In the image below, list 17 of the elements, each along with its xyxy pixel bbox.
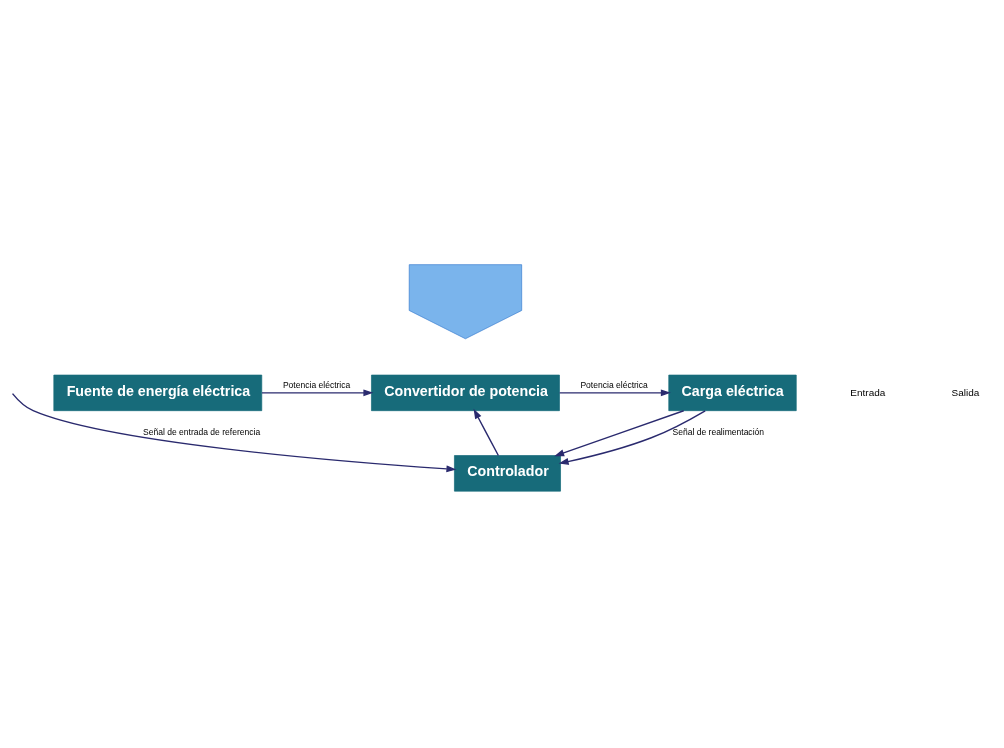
arrow (558, 389, 671, 397)
label: Entrada (850, 386, 886, 398)
edge-label: Potencia eléctrica (282, 380, 351, 391)
node-box: Fuente de energía eléctrica (53, 374, 263, 412)
arrow (261, 389, 374, 397)
node-box: Convertidor de potencia (371, 374, 560, 412)
node-arrow (408, 264, 523, 340)
arrow (473, 408, 500, 457)
arrow (554, 410, 685, 457)
arrow (558, 410, 706, 465)
arrow (11, 392, 457, 473)
edge-label: Potencia eléctrica (580, 380, 648, 391)
label: Salida (951, 386, 980, 398)
node-box: Carga eléctrica (668, 374, 797, 412)
edge-label: Señal de realimentación (672, 427, 765, 438)
node-box: Controlador (454, 455, 561, 492)
edge-label: Señal de entrada de referencia (143, 427, 261, 438)
